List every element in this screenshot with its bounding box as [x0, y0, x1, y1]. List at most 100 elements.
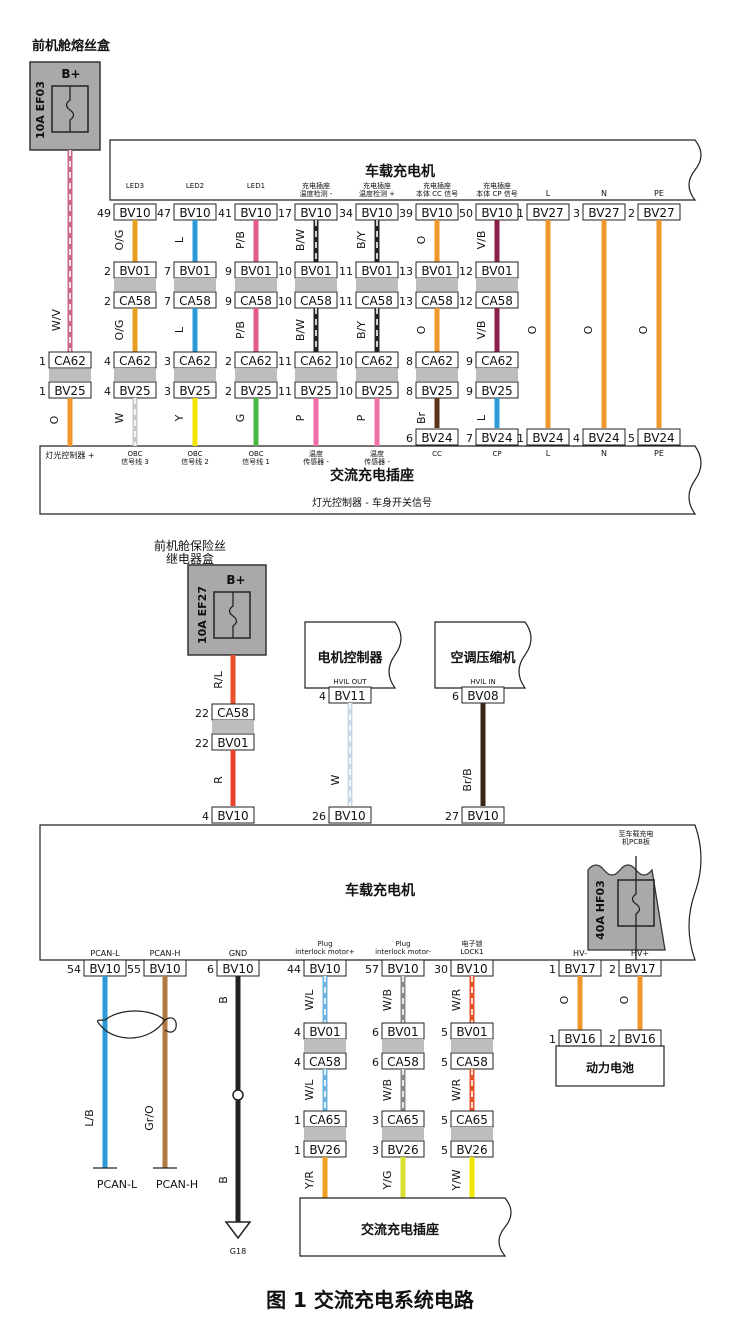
plug-code2: W/R [450, 1079, 463, 1102]
compressor-bv10-pin: 27 [445, 810, 459, 823]
socket-pin-label: OBC [187, 450, 202, 458]
compressor-bv10-label: BV10 [467, 809, 498, 823]
onboard-charger-bottom [39, 824, 702, 961]
can-end-label: PCAN-H [156, 1178, 198, 1191]
top-ca62-label: CA62 [240, 354, 272, 368]
connector-shade [304, 1127, 346, 1140]
connector-shade [304, 1039, 346, 1052]
top-bv24 [582, 428, 626, 446]
top-bv10-label: BV10 [300, 206, 331, 220]
connector-shade [356, 278, 398, 291]
plug-bv10-pin: 57 [365, 963, 379, 976]
top-ca58-pin: 13 [399, 295, 413, 308]
plug-ca65-pin: 5 [441, 1114, 448, 1127]
connector-shade [356, 368, 398, 381]
socket-pin-label: 传感器 - [303, 457, 329, 466]
plug-bv10-label: BV10 [456, 962, 487, 976]
pcb-fuse-housing [587, 864, 666, 951]
fuse-bv25-pin: 1 [39, 385, 46, 398]
top-ca62-label: CA62 [300, 354, 332, 368]
ac-socket-top [39, 445, 702, 515]
top-bv24-pin: 5 [628, 432, 635, 445]
wire-code: B/W [294, 319, 307, 341]
top-bv25-label: BV25 [481, 384, 512, 398]
gnd-bv10-label: BV10 [222, 962, 253, 976]
plug-ca58-label: CA58 [387, 1055, 419, 1069]
compressor-wire-code: Br/B [461, 768, 474, 791]
relay-ca58-pin: 22 [195, 707, 209, 720]
top-bv10-label: BV10 [361, 206, 392, 220]
plug-bv01-pin: 5 [441, 1026, 448, 1039]
connector-shade [114, 278, 156, 291]
top-ca58-label: CA58 [421, 294, 453, 308]
top-bv10-pin: 49 [97, 207, 111, 220]
top-bv24-label: BV24 [643, 431, 674, 445]
motor-wire-code: W [329, 774, 342, 785]
socket-pin-label: 传感器 - [364, 457, 390, 466]
wire-code: O [415, 235, 428, 244]
plug-ca58-pin: 6 [372, 1056, 379, 1069]
compressor-hvil-in: HVIL IN [470, 678, 496, 686]
power-sig-label: PE [654, 189, 664, 198]
plug-code2: W/B [381, 1079, 394, 1101]
hv-bv16-pin: 2 [609, 1033, 616, 1046]
power-sig-label: N [601, 189, 607, 198]
relay-ca58-label: CA58 [217, 706, 249, 720]
compressor-bv10 [461, 806, 505, 824]
signal-label: LED2 [186, 182, 204, 190]
fuse-ca62 [48, 351, 92, 369]
pcb-label: 机PCB板 [622, 837, 650, 846]
compressor-bv08-label: BV08 [467, 689, 498, 703]
top-bv10-label: BV10 [240, 206, 271, 220]
top-bv25-label: BV25 [361, 384, 392, 398]
plug-code3: Y/W [450, 1169, 463, 1191]
plug-code2: W/L [303, 1079, 316, 1101]
top-ca58-label: CA58 [119, 294, 151, 308]
top-bv01-pin: 9 [225, 265, 232, 278]
twisted-pair-symbol [96, 1010, 177, 1039]
top-ca62-pin: 8 [406, 355, 413, 368]
plug-ca65-label: CA65 [309, 1113, 341, 1127]
relay-bv10-pin: 4 [202, 810, 209, 823]
socket-pin-label: L [546, 449, 551, 458]
hv-code: O [558, 995, 571, 1004]
wire-code: L [173, 326, 186, 333]
plug-code3: Y/G [381, 1171, 394, 1191]
top-bv24-label: BV24 [421, 431, 452, 445]
motor-bv10 [328, 806, 372, 824]
wire-code: Y [173, 414, 186, 422]
charger-title-bottom: 车载充电机 [345, 882, 415, 899]
hv-sig-label: HV+ [631, 949, 649, 958]
relay-bv01-pin: 22 [195, 737, 209, 750]
plug-bv26-label: BV26 [387, 1143, 418, 1157]
top-ca58-label: CA58 [481, 294, 513, 308]
fusebox-title: 前机舱熔丝盒 [32, 38, 111, 54]
hv-sig-label: HV- [573, 949, 587, 958]
plug-bv26-label: BV26 [456, 1143, 487, 1157]
wire-code: B/Y [355, 321, 368, 339]
top-bv01-pin: 10 [278, 265, 292, 278]
can-bv10-label: BV10 [149, 962, 180, 976]
relaybox-title: 前机舱保险丝 [154, 538, 226, 553]
top-bv01-label: BV01 [240, 264, 271, 278]
top-bv01-pin: 13 [399, 265, 413, 278]
connector-shade [451, 1127, 493, 1140]
top-bv10-pin: 34 [339, 207, 353, 220]
socket-pin-label: CP [492, 450, 501, 458]
signal-label: LED1 [247, 182, 265, 190]
plug-ca65-pin: 1 [294, 1114, 301, 1127]
plug-bv01-pin: 4 [294, 1026, 301, 1039]
wire-code: L [173, 236, 186, 243]
plug-ca58-label: CA58 [309, 1055, 341, 1069]
hv-bv16-label: BV16 [624, 1032, 655, 1046]
pcb-fuse-label: 40A HF03 [594, 880, 607, 940]
top-bv25-pin: 9 [466, 385, 473, 398]
fuse-bplus: B+ [61, 67, 80, 81]
fuse-bottom-label: 灯光控制器 + [45, 450, 94, 460]
gnd-code2: B [217, 1176, 230, 1184]
can-bv10-pin: 54 [67, 963, 81, 976]
plug-ca65-label: CA65 [456, 1113, 488, 1127]
top-bv27-label: BV27 [643, 206, 674, 220]
wire-code: P [355, 414, 368, 421]
